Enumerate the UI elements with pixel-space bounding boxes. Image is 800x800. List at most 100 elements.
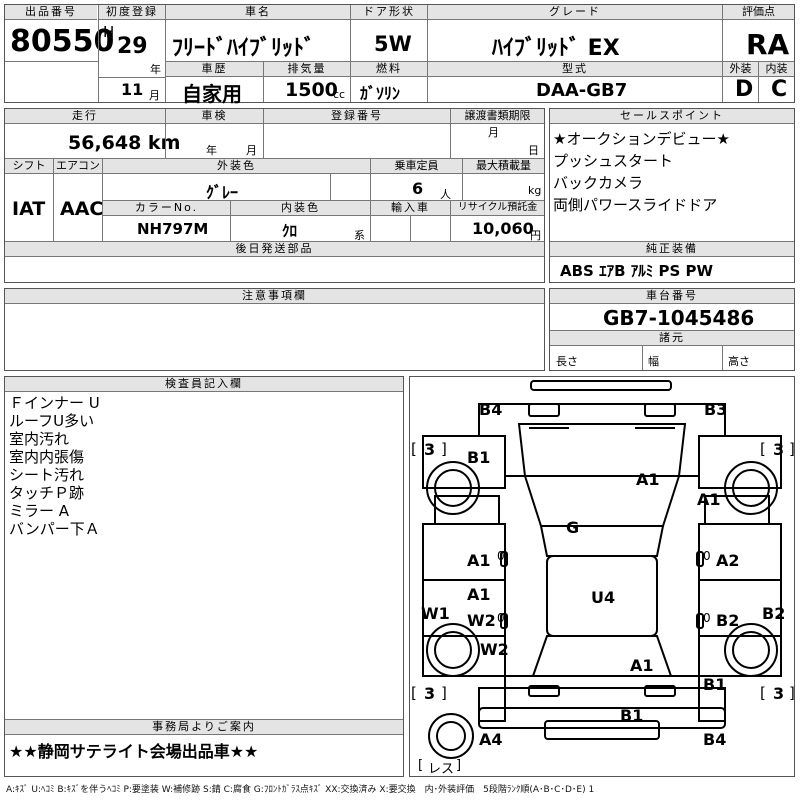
inspector-note-5: シート汚れ [9, 466, 85, 484]
mark-rear-right: A1 [630, 656, 654, 675]
max-load-unit: kg [528, 184, 542, 197]
score: RA [746, 28, 790, 61]
mark-left-rear-door-2: W2 [467, 611, 496, 630]
color-no-label: カラーNo. [103, 201, 230, 216]
chassis-label: 車台番号 [550, 289, 794, 304]
equipment-label: 純正装備 [550, 242, 794, 257]
spare-tire-bracket-close: ] [456, 758, 462, 773]
recycle-unit: 円 [530, 229, 541, 242]
specs-label: 諸元 [550, 331, 794, 346]
office-message: ★★静岡サテライト会場出品車★★ [9, 742, 259, 761]
mark-left-rocker: W1 [421, 604, 450, 623]
sales-point-2: プッシュスタート [553, 152, 674, 170]
inspection-month-unit: 月 [246, 144, 257, 157]
mark-front-left: B4 [479, 400, 503, 419]
later-parts-label: 後日発送部品 [5, 242, 544, 257]
mileage-label: 走行 [5, 109, 165, 124]
notes-label: 注意事項欄 [5, 289, 544, 304]
shift-label: シフト [5, 159, 53, 174]
exterior-score: D [735, 77, 754, 102]
first-reg-month: 11 [121, 80, 144, 99]
model-label: 型式 [428, 62, 722, 77]
lot-number-label: 出品番号 [5, 5, 97, 20]
equipment: ABS ｴｱB ｱﾙﾐ PS PW [560, 262, 714, 280]
aircon-label: エアコン [54, 159, 102, 174]
car-diagram [422, 380, 782, 759]
tire-rr-bracket-open: [ [760, 684, 766, 702]
tire-fr-depth: 3 [773, 440, 785, 459]
exterior-score-label: 外装 [723, 62, 758, 77]
mileage: 56,648 km [68, 132, 181, 154]
car-diagram-panel [409, 376, 795, 777]
color-no: NH797M [137, 220, 209, 238]
mark-front-right-side: A1 [697, 490, 721, 509]
door-handle-mark-l2: 0 [497, 611, 505, 625]
inspector-note-7: ミラー A [9, 502, 70, 520]
mark-left-front-door: A1 [467, 551, 491, 570]
mark-fender-left: B1 [467, 448, 491, 467]
mark-front-glass: G [566, 518, 580, 537]
sales-point-1: ★オークションデビュー★ [553, 130, 730, 148]
inspector-note-6: タッチＰ跡 [9, 484, 85, 502]
month-unit: 月 [149, 89, 160, 102]
spare-tire-bracket-open: [ [418, 758, 424, 773]
recycle-fee: 10,060 [472, 219, 534, 238]
int-color-label: 内装色 [231, 201, 370, 216]
lot-number: 80550 [10, 24, 115, 59]
length-label: 長さ [556, 355, 578, 368]
mark-front-right: B3 [704, 400, 728, 419]
displacement-label: 排気量 [264, 62, 350, 77]
mark-rear-right-corner: B4 [703, 730, 727, 749]
tire-fl-depth: 3 [424, 440, 436, 459]
max-load-label: 最大積載量 [463, 159, 544, 174]
sales-point-4: 両側パワースライドドア [553, 196, 718, 214]
ext-color: ｸﾞﾚｰ [206, 183, 239, 202]
inspector-note-8: バンパー下Ａ [9, 520, 100, 538]
notes-panel [4, 288, 545, 371]
tire-rl-bracket-close: ] [441, 684, 447, 702]
door-handle-mark-r2: 0 [703, 611, 711, 625]
grade: ﾊｲﾌﾞﾘｯﾄﾞ EX [492, 36, 620, 61]
tire-fl-bracket-open: [ [411, 440, 417, 458]
car-name-label: 車名 [166, 5, 350, 20]
inspection-label: 車検 [166, 109, 263, 124]
sales-points-panel [549, 108, 795, 283]
tire-rl-depth: 3 [424, 684, 436, 703]
ext-color-label: 外装色 [103, 159, 370, 174]
inspector-note-2: ルーフU多い [9, 412, 95, 430]
history: 自家用 [182, 82, 242, 106]
year-unit: 年 [150, 63, 161, 76]
interior-score-label: 内装 [759, 62, 794, 77]
office-label: 事務局よりご案内 [5, 720, 403, 735]
tire-fr-bracket-open: [ [760, 440, 766, 458]
door-handle-mark-r1: 0 [703, 549, 711, 563]
fuel-label: 燃料 [351, 62, 427, 77]
door-type-label: ドア形状 [351, 5, 427, 20]
displacement: 1500 [285, 79, 338, 101]
height-label: 高さ [728, 355, 750, 368]
tire-rr-depth: 3 [773, 684, 785, 703]
width-label: 幅 [648, 355, 659, 368]
aircon: AAC [60, 198, 104, 220]
mark-right-rear-door: B2 [716, 611, 740, 630]
inspector-note-4: 室内内張傷 [9, 448, 85, 466]
mark-rear-left: A4 [479, 730, 503, 749]
score-label: 評価点 [723, 5, 794, 20]
inspector-panel [4, 376, 404, 777]
int-color-unit: 系 [354, 229, 365, 242]
transfer-deadline-label: 譲渡書類期限 [451, 109, 544, 124]
tire-fl-bracket-close: ] [441, 440, 447, 458]
capacity-unit: 人 [440, 188, 451, 201]
import-label: 輸入車 [371, 201, 450, 216]
recycle-label: リサイクル預託金 [451, 201, 544, 216]
mark-rear-bumper: B1 [620, 706, 644, 725]
mark-left-rear-door-1: A1 [467, 585, 491, 604]
capacity-label: 乗車定員 [371, 159, 462, 174]
car-name: ﾌﾘｰﾄﾞﾊｲﾌﾞﾘｯﾄﾞ [172, 36, 316, 61]
reg-number-label: 登録番号 [264, 109, 450, 124]
details-panel [4, 108, 545, 283]
damage-legend: A:ｷｽﾞ U:ﾍｺﾐ B:ｷｽﾞを伴うﾍｺﾐ P:要塗装 W:補修跡 S:錆 … [6, 785, 595, 795]
tire-rl-bracket-open: [ [411, 684, 417, 702]
history-label: 車歴 [166, 62, 263, 77]
mark-roof: U4 [591, 588, 616, 607]
